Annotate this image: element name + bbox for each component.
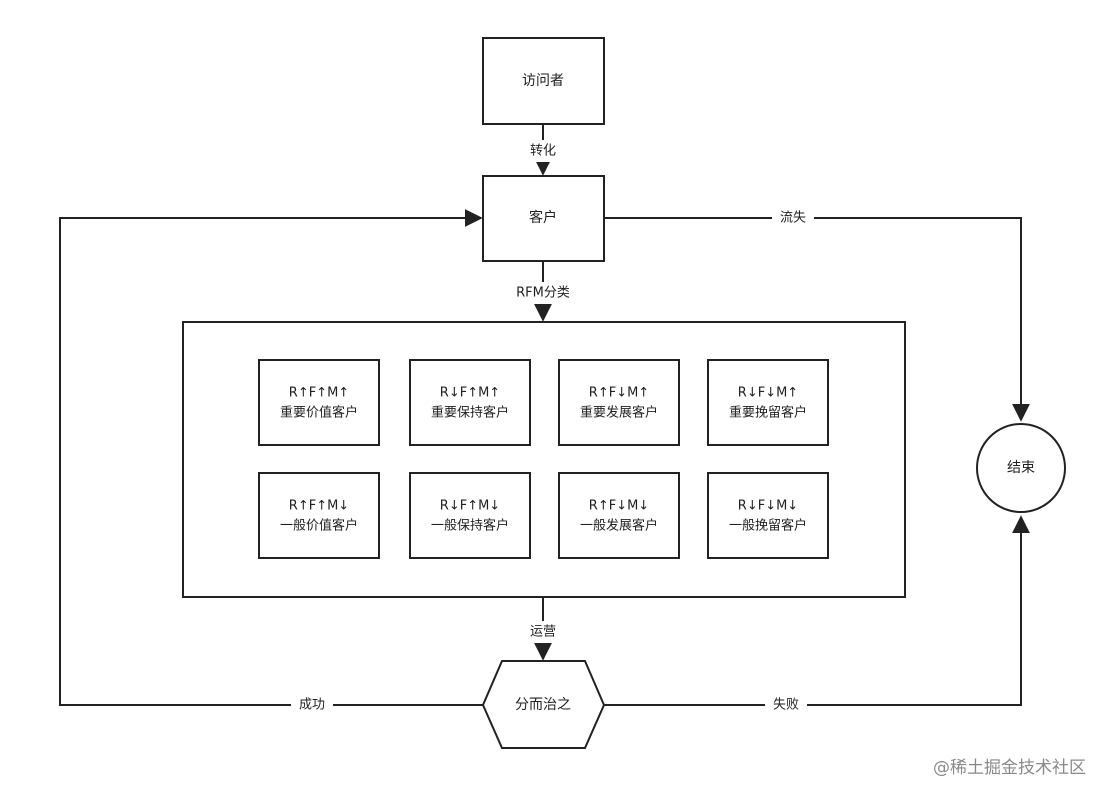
segment-name: 一般挽留客户 — [729, 518, 807, 534]
segment-grid: R↑F↑M↑ 重要价值客户 R↓F↑M↑ 重要保持客户 R↑F↓M↑ 重要发展客户 R↓F↓… — [258, 359, 829, 559]
node-end: 结束 — [976, 423, 1066, 513]
segment-code: R↓F↓M↓ — [738, 499, 798, 514]
segment-box: R↓F↑M↓ 一般保持客户 — [409, 472, 531, 559]
segment-code: R↓F↑M↑ — [440, 386, 500, 401]
edge-label-success: 成功 — [299, 698, 325, 713]
edge-label-operate: 运营 — [530, 625, 556, 640]
segment-box: R↓F↓M↑ 重要挽留客户 — [707, 359, 829, 446]
node-customer: 客户 — [482, 175, 605, 262]
segment-box: R↑F↑M↑ 重要价值客户 — [258, 359, 380, 446]
edge-divide-to-customer — [59, 209, 483, 706]
segment-name: 重要挽留客户 — [729, 405, 807, 421]
segment-code: R↑F↑M↓ — [289, 499, 349, 514]
node-customer-label: 客户 — [529, 209, 557, 226]
edge-label-fail: 失败 — [773, 698, 799, 713]
watermark: @稀土掘金技术社区 — [933, 758, 1086, 778]
edge-customer-to-end — [604, 217, 1030, 422]
segment-name: 一般发展客户 — [580, 518, 658, 534]
edge-label-rfm: RFM分类 — [516, 286, 570, 301]
node-visitor-label: 访问者 — [522, 73, 564, 89]
edge-label-convert: 转化 — [530, 144, 556, 159]
segment-box: R↑F↓M↑ 重要发展客户 — [558, 359, 680, 446]
segment-code: R↑F↓M↑ — [589, 386, 649, 401]
node-divide-label: 分而治之 — [515, 697, 571, 713]
segment-code: R↓F↓M↑ — [738, 386, 798, 401]
segment-name: 一般价值客户 — [280, 518, 358, 534]
edge-divide-to-end — [603, 515, 1030, 706]
segment-name: 重要价值客户 — [280, 405, 358, 421]
segment-box: R↓F↑M↑ 重要保持客户 — [409, 359, 531, 446]
segment-name: 重要发展客户 — [580, 405, 658, 421]
node-divide: 分而治之 — [481, 660, 606, 749]
segment-box: R↑F↑M↓ 一般价值客户 — [258, 472, 380, 559]
segment-name: 一般保持客户 — [431, 518, 509, 534]
segment-box: R↑F↓M↓ 一般发展客户 — [558, 472, 680, 559]
edge-label-churn: 流失 — [780, 211, 806, 226]
edges — [59, 124, 1030, 706]
node-end-label: 结束 — [1007, 460, 1035, 476]
edge-labels: 转化 RFM分类 流失 运营 成功 失败 — [291, 140, 814, 716]
segment-box: R↓F↓M↓ 一般挽留客户 — [707, 472, 829, 559]
node-visitor: 访问者 — [482, 37, 605, 125]
segment-name: 重要保持客户 — [431, 405, 509, 421]
segment-code: R↑F↑M↑ — [289, 386, 349, 401]
segment-code: R↓F↑M↓ — [440, 499, 500, 514]
segment-code: R↑F↓M↓ — [589, 499, 649, 514]
